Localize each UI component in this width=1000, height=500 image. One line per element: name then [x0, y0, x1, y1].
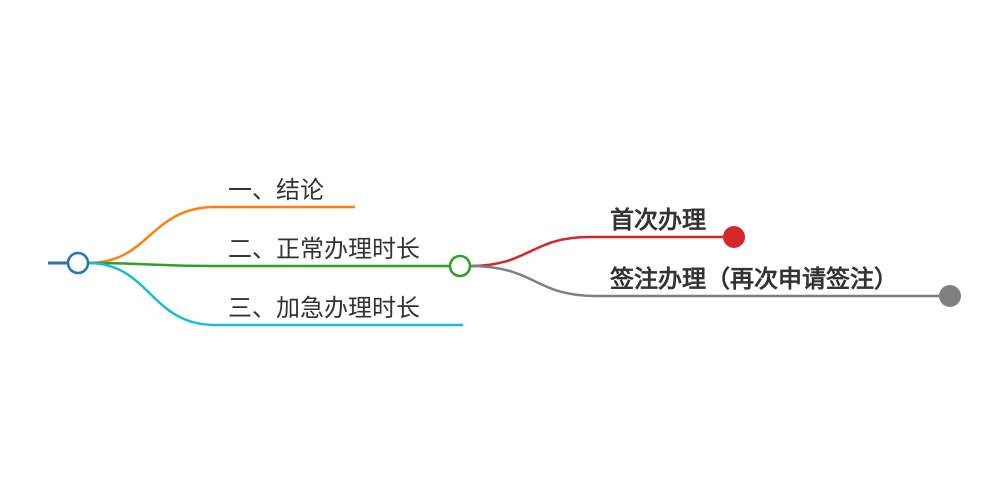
node-normal-duration[interactable]: 二、正常办理时长 [228, 235, 420, 263]
branch-line-conclusion [87, 205, 355, 265]
branch-line-first-time [469, 235, 724, 268]
branch-line-urgent [87, 261, 463, 327]
normal-collapse-toggle[interactable] [448, 254, 472, 278]
node-conclusion[interactable]: 一、结论 [228, 176, 324, 204]
branch-line-endorsement [469, 264, 940, 298]
branch-line-normal [87, 261, 450, 268]
collapsed-node-dot[interactable] [723, 226, 745, 248]
collapsed-node-dot[interactable] [939, 285, 961, 307]
root-collapse-toggle[interactable] [66, 251, 90, 275]
node-urgent-duration[interactable]: 三、加急办理时长 [228, 294, 420, 322]
node-first-time[interactable]: 首次办理 [610, 206, 706, 234]
node-endorsement[interactable]: 签注办理（再次申请签注） [609, 265, 898, 293]
